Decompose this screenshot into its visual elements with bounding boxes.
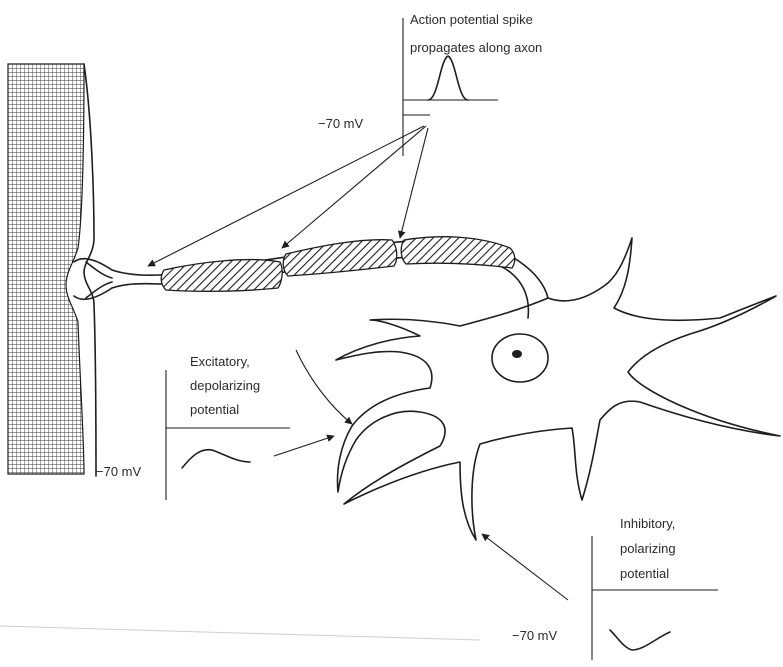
myelin-segment-1 (161, 260, 282, 292)
inhibitory-label-3: potential (620, 566, 669, 581)
nucleus (492, 334, 548, 382)
action-potential-mv-label: −70 mV (318, 116, 363, 131)
myelin-segment-3 (401, 237, 515, 268)
excitatory-label-1: Excitatory, (190, 354, 250, 369)
muscle-fiber (8, 64, 84, 474)
cell-body (336, 238, 780, 540)
action-potential-trace (403, 18, 498, 156)
excitatory-arrows (274, 350, 352, 456)
action-potential-label-1: Action potential spike (410, 12, 533, 27)
myelin-segment-2 (283, 240, 397, 276)
inhibitory-label-2: polarizing (620, 541, 676, 556)
neuromuscular-junction (74, 259, 160, 300)
inhibitory-arrow (482, 534, 568, 600)
sheath-outline (84, 64, 96, 476)
inhibitory-mv-label: −70 mV (512, 628, 557, 643)
action-potential-label-2: propagates along axon (410, 40, 542, 55)
excitatory-label-3: potential (190, 402, 239, 417)
inhibitory-label-1: Inhibitory, (620, 516, 675, 531)
excitatory-mv-label: −70 mV (96, 464, 141, 479)
excitatory-label-2: depolarizing (190, 378, 260, 393)
myelin-sheath (161, 237, 515, 292)
page-fold-line (0, 626, 480, 640)
